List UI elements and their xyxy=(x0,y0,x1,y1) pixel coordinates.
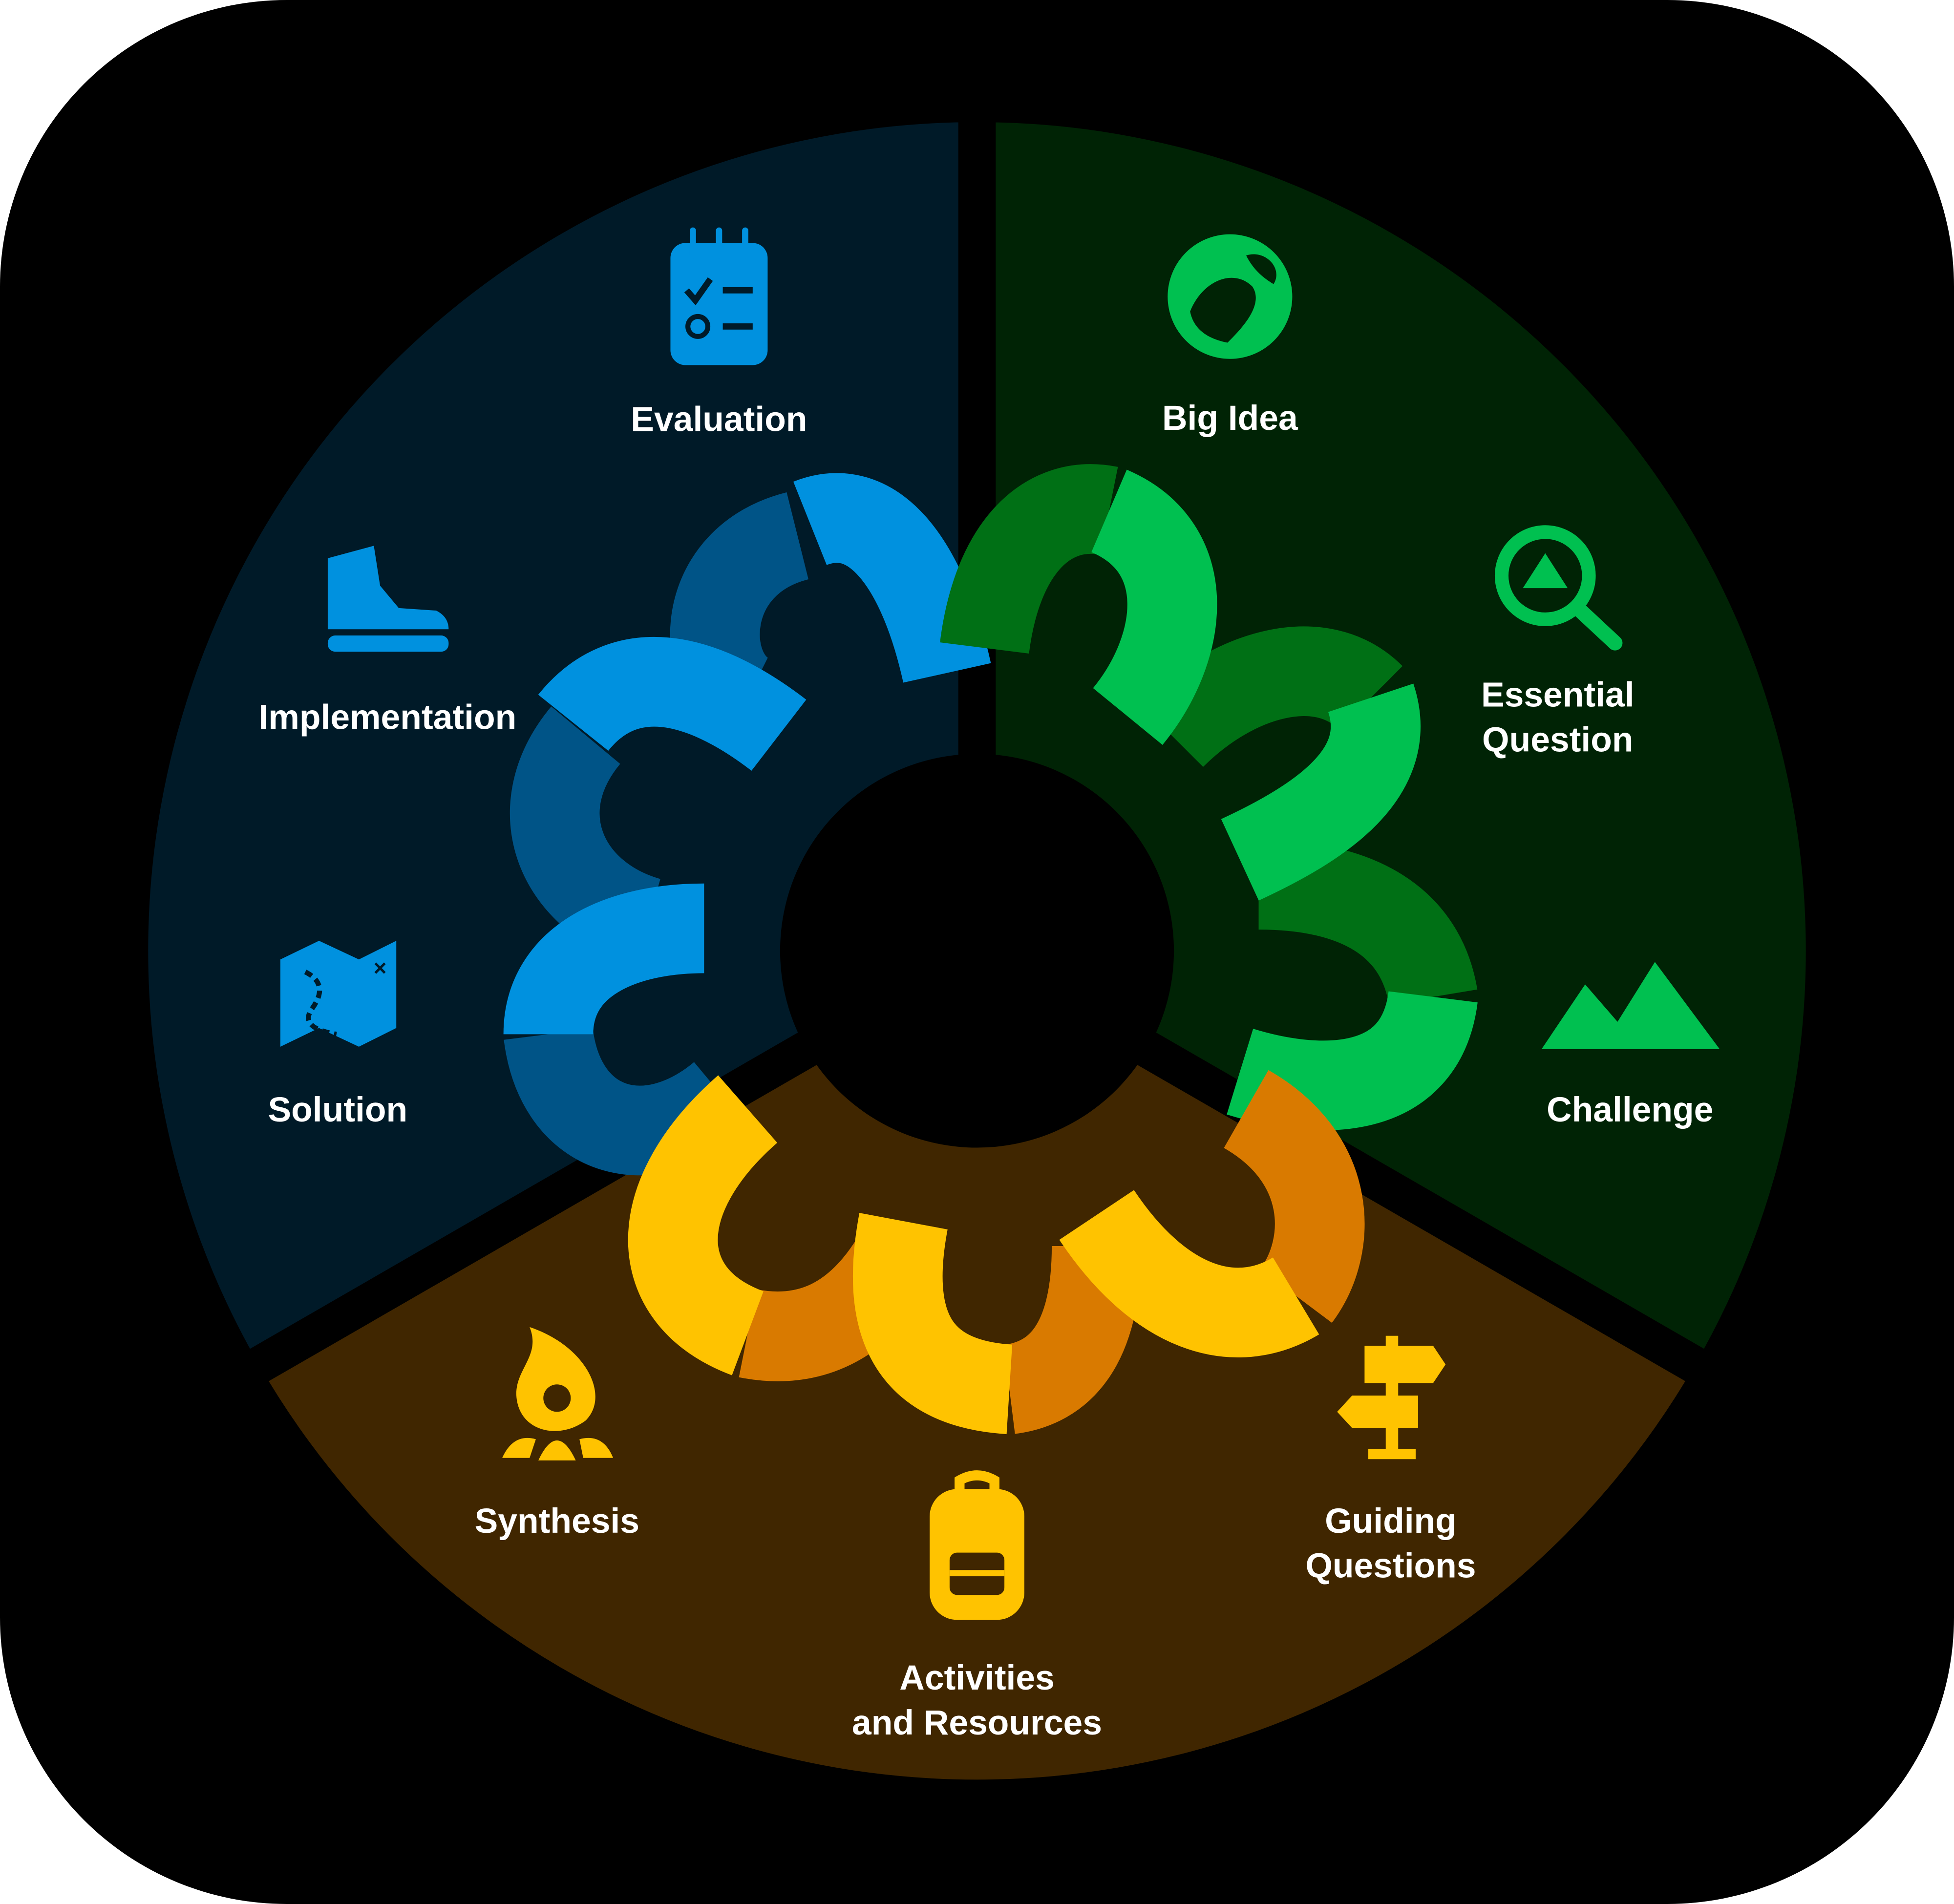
green-ribbon-back-3 xyxy=(1258,840,1478,1006)
solution-label: Solution xyxy=(268,1090,408,1129)
green-ribbon-back-2 xyxy=(1140,626,1402,768)
checklist-calendar-icon xyxy=(670,227,768,365)
svg-text:×: × xyxy=(374,955,387,980)
magnifier-mountain-icon xyxy=(1494,525,1623,651)
yellow-ribbon-back-1 xyxy=(1223,1070,1365,1323)
yellow-ribbon-front-1 xyxy=(1059,1189,1319,1357)
guiding-questions-label-2: Questions xyxy=(1305,1546,1476,1586)
guiding-questions-label-1: Guiding xyxy=(1325,1502,1457,1541)
synthesis-label: Synthesis xyxy=(475,1502,639,1541)
boot-icon xyxy=(327,546,449,652)
activities-label-2: and Resources xyxy=(852,1703,1102,1742)
activities-label-1: Activities xyxy=(899,1658,1055,1697)
green-ribbon-front-2 xyxy=(1221,683,1421,901)
green-ribbon-back-1 xyxy=(940,464,1118,655)
blue-ribbon-front-3 xyxy=(503,883,705,1037)
yellow-ribbon-front-2 xyxy=(852,1213,1013,1435)
big-idea-label: Big Idea xyxy=(1162,399,1298,438)
yellow-ribbon-front-3 xyxy=(628,1075,778,1375)
signpost-icon xyxy=(1337,1335,1446,1460)
challenge-label: Challenge xyxy=(1547,1090,1713,1129)
map-icon: × xyxy=(280,941,397,1047)
blue-ribbon-front-2 xyxy=(538,637,807,771)
evaluation-label: Evaluation xyxy=(631,400,807,439)
globe-icon xyxy=(1168,234,1293,359)
implementation-label: Implementation xyxy=(259,698,517,737)
essential-question-label-1: Essential xyxy=(1481,675,1635,714)
mountains-icon xyxy=(1541,962,1720,1049)
essential-question-label-2: Question xyxy=(1482,720,1633,759)
campfire-icon xyxy=(502,1327,614,1460)
blue-ribbon-front-1 xyxy=(793,473,991,683)
backpack-icon xyxy=(930,1470,1024,1620)
center-hole xyxy=(780,754,1174,1148)
green-ribbon-front-1 xyxy=(1090,469,1217,745)
